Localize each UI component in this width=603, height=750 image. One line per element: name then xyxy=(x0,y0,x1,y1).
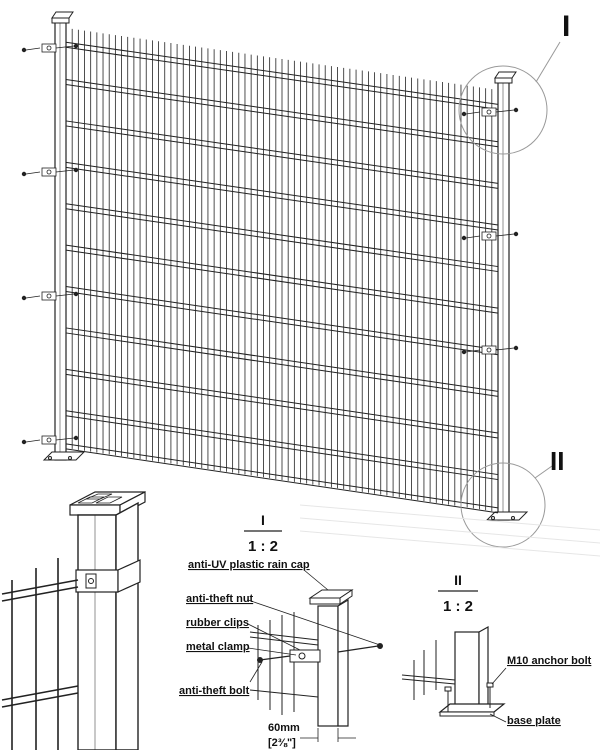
callout-marker-2: II xyxy=(550,446,564,476)
callout-circle-2 xyxy=(460,462,553,548)
post-clamp xyxy=(21,291,79,301)
post-clamp xyxy=(21,43,79,53)
mesh-horizontal-wire xyxy=(65,410,499,476)
detail-1-scale: 1 : 2 xyxy=(248,538,278,555)
closeup-horizontal-wire xyxy=(1,586,79,602)
label-base-plate: base plate xyxy=(507,715,561,727)
mesh-horizontal-wire xyxy=(65,125,499,189)
mesh-horizontal-wires xyxy=(65,41,499,514)
closeup-horizontal-wire xyxy=(1,579,79,595)
detail-2-leaders xyxy=(489,667,507,723)
detail-2-scale: 1 : 2 xyxy=(443,598,473,615)
closeup-horizontal-wire xyxy=(1,685,79,701)
mesh-horizontal-wire xyxy=(65,448,499,514)
label-metal-clamp: metal clamp xyxy=(186,641,250,653)
right-post xyxy=(485,71,529,521)
post-clamp xyxy=(21,167,79,177)
detail-1-leaders xyxy=(247,569,381,683)
mesh-horizontal-wire xyxy=(65,443,499,509)
mesh-horizontal-wire xyxy=(65,249,499,314)
detail-1-title: I xyxy=(261,512,265,528)
mesh-horizontal-wire xyxy=(65,46,499,110)
dimension-metric: 60mm xyxy=(268,722,300,734)
post-clamp xyxy=(461,107,519,117)
callout-marker-1: I xyxy=(562,10,570,43)
mesh-horizontal-wire xyxy=(65,373,499,439)
mesh-horizontal-wire xyxy=(65,368,499,434)
detail-2-drawing xyxy=(401,625,506,717)
label-rain-cap: anti-UV plastic rain cap xyxy=(188,559,310,571)
mesh-horizontal-wire xyxy=(65,327,499,392)
mesh-horizontal-wire xyxy=(65,244,499,309)
mesh-horizontal-wire xyxy=(65,286,499,351)
mesh-horizontal-wire xyxy=(65,415,499,481)
ghost-mesh xyxy=(299,504,601,557)
dimension-line xyxy=(300,728,356,742)
mesh-horizontal-wire xyxy=(65,203,499,268)
mesh-horizontal-wire xyxy=(65,41,499,105)
post-closeup xyxy=(69,491,146,750)
post-clamp xyxy=(21,435,79,445)
detail-2-title: II xyxy=(454,572,462,588)
fence-panel xyxy=(21,11,529,521)
mesh-horizontal-wire xyxy=(65,161,499,226)
mesh-vertical-wires xyxy=(65,28,499,512)
mesh-horizontal-wire xyxy=(65,332,499,397)
post-clamp xyxy=(461,231,519,241)
post-clamp xyxy=(461,345,519,355)
label-anti-theft-nut: anti-theft nut xyxy=(186,593,254,605)
callout-circle-1 xyxy=(458,41,561,155)
label-anchor-bolt: M10 anchor bolt xyxy=(507,655,592,667)
mesh-horizontal-wire xyxy=(65,120,499,184)
post-clamps xyxy=(21,43,519,445)
closeup-wires xyxy=(1,558,79,750)
dimension-imperial: [2⅜"] xyxy=(268,737,296,749)
mesh-horizontal-wire xyxy=(65,291,499,356)
label-anti-theft-bolt: anti-theft bolt xyxy=(179,685,250,697)
mesh-horizontal-wire xyxy=(65,79,499,143)
mesh-horizontal-wire xyxy=(65,84,499,148)
closeup-horizontal-wire xyxy=(1,692,79,708)
label-rubber-clips: rubber clips xyxy=(186,617,249,629)
detail-1-drawing xyxy=(249,589,383,727)
mesh-horizontal-wire xyxy=(65,166,499,231)
mesh-horizontal-wire xyxy=(65,208,499,273)
